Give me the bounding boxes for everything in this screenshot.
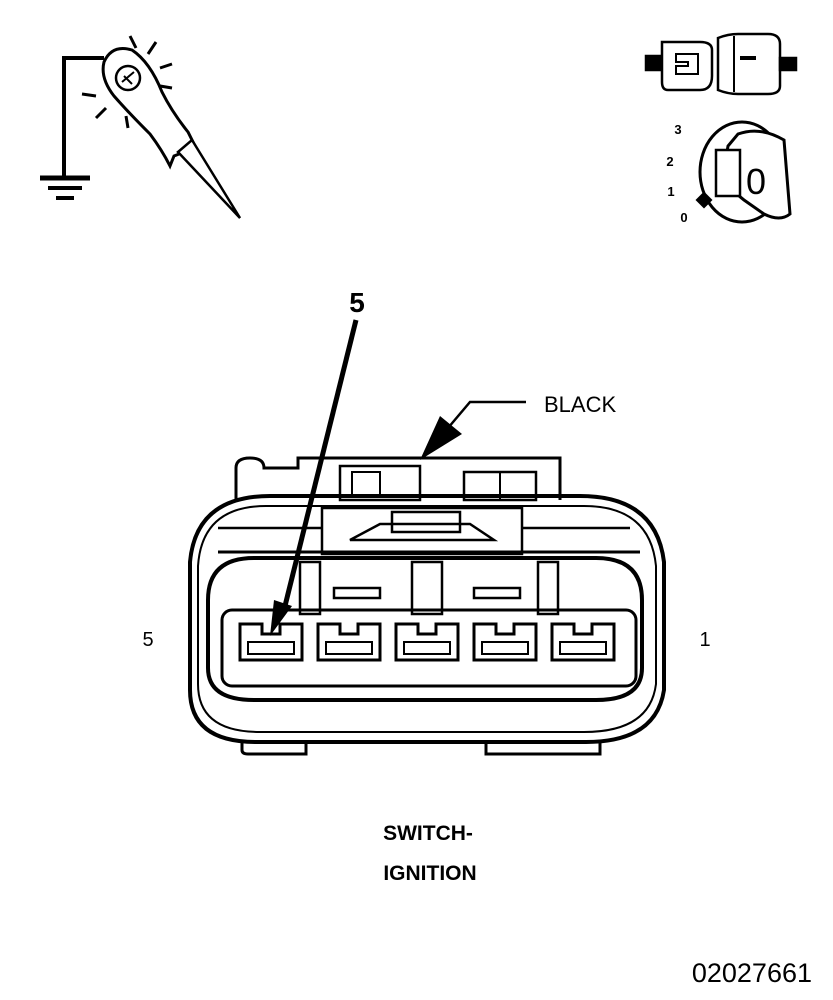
key-face-label: 0 xyxy=(746,161,766,202)
disconnected-connector-icon xyxy=(644,32,798,96)
terminal-cavity-inner xyxy=(481,641,529,655)
cavity-end-label-left: 5 xyxy=(142,629,153,651)
terminal-cavity-inner xyxy=(559,641,607,655)
cavity-end-label-right: 1 xyxy=(699,629,710,651)
terminal-cavity xyxy=(238,622,304,662)
terminal-cavity xyxy=(472,622,538,662)
key-position-0: 0 xyxy=(680,210,687,225)
color-leader-arrow xyxy=(420,400,526,460)
caption-line-1: SWITCH- xyxy=(383,822,473,845)
terminal-cavity xyxy=(394,622,460,662)
color-label: BLACK xyxy=(544,392,616,417)
test-light-probe-icon xyxy=(40,35,242,219)
pin-callout-number: 5 xyxy=(349,287,365,318)
figure-number: 02027661 xyxy=(692,958,812,988)
connector-face xyxy=(188,456,666,756)
caption-line-2: IGNITION xyxy=(383,862,476,885)
key-position-2: 2 xyxy=(666,154,673,169)
key-position-1: 1 xyxy=(667,184,674,199)
terminal-cavity-inner xyxy=(403,641,451,655)
pin-callout-arrow xyxy=(270,319,359,636)
terminal-cavity-inner xyxy=(247,641,295,655)
terminal-cavities xyxy=(238,622,616,662)
terminal-cavity-inner xyxy=(325,641,373,655)
key-position-3: 3 xyxy=(674,122,681,137)
terminal-cavity xyxy=(550,622,616,662)
ignition-key-icon: 0 3 2 1 0 xyxy=(666,120,792,225)
terminal-cavity xyxy=(316,622,382,662)
